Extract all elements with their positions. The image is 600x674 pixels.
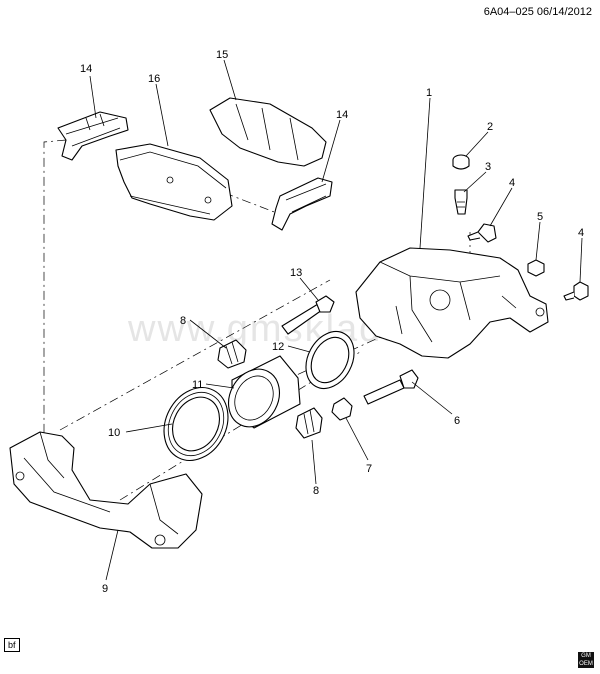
- pad-clip-right: [271, 177, 333, 231]
- callout-15: 15: [216, 49, 228, 61]
- callout-14-right: 14: [336, 109, 348, 121]
- gm-logo: GM OEM: [578, 652, 594, 668]
- guide-pin-boot-upper: [217, 339, 247, 369]
- gm-logo-subtext: OEM: [579, 661, 593, 667]
- brake-pad-outer: [209, 97, 327, 167]
- caliper-piston: [228, 355, 301, 429]
- callout-13: 13: [290, 267, 302, 279]
- leader-lines: [89, 59, 583, 581]
- callout-7: 7: [366, 463, 372, 475]
- callout-8-lower: 8: [313, 485, 319, 497]
- callout-10: 10: [108, 427, 120, 439]
- guide-pin-boot-lower: [295, 407, 323, 439]
- callout-5: 5: [537, 211, 543, 223]
- callout-6: 6: [454, 415, 460, 427]
- callout-3: 3: [485, 161, 491, 173]
- diagram-code: 6A04–025 06/14/2012: [483, 6, 592, 18]
- callout-4: 4: [509, 177, 515, 189]
- callout-12: 12: [272, 341, 284, 353]
- guide-pin-upper: [281, 295, 335, 335]
- bleeder-cap: [452, 154, 470, 170]
- pad-clip-left: [57, 111, 129, 161]
- callout-11: 11: [192, 379, 203, 391]
- bracket-bolt-upper: [467, 223, 497, 243]
- callout-14-left: 14: [80, 63, 92, 75]
- corner-tag: bf: [4, 638, 20, 652]
- brake-pad-inner: [115, 143, 233, 221]
- callout-4-right: 4: [578, 227, 584, 239]
- piston-dust-boot: [163, 387, 229, 461]
- piston-seal: [305, 331, 355, 389]
- callout-16: 16: [148, 73, 160, 85]
- caliper-bracket: [9, 431, 203, 549]
- callout-8-upper: 8: [180, 315, 186, 327]
- caliper-housing: [355, 247, 549, 359]
- gm-logo-text: GM: [581, 653, 591, 659]
- guide-pin-lower: [363, 369, 419, 405]
- guide-pin-bushing: [331, 397, 353, 421]
- bracket-bolt-right: [563, 281, 589, 301]
- callout-2: 2: [487, 121, 493, 133]
- callout-1: 1: [426, 87, 432, 99]
- guide-pin-cap: [527, 259, 545, 277]
- bleeder-valve: [454, 189, 468, 215]
- callout-9: 9: [102, 583, 108, 595]
- callout-labels: 1 2 3 4 5 4 6 7 8 8 9 10 11 12 13 14 14 …: [80, 49, 584, 595]
